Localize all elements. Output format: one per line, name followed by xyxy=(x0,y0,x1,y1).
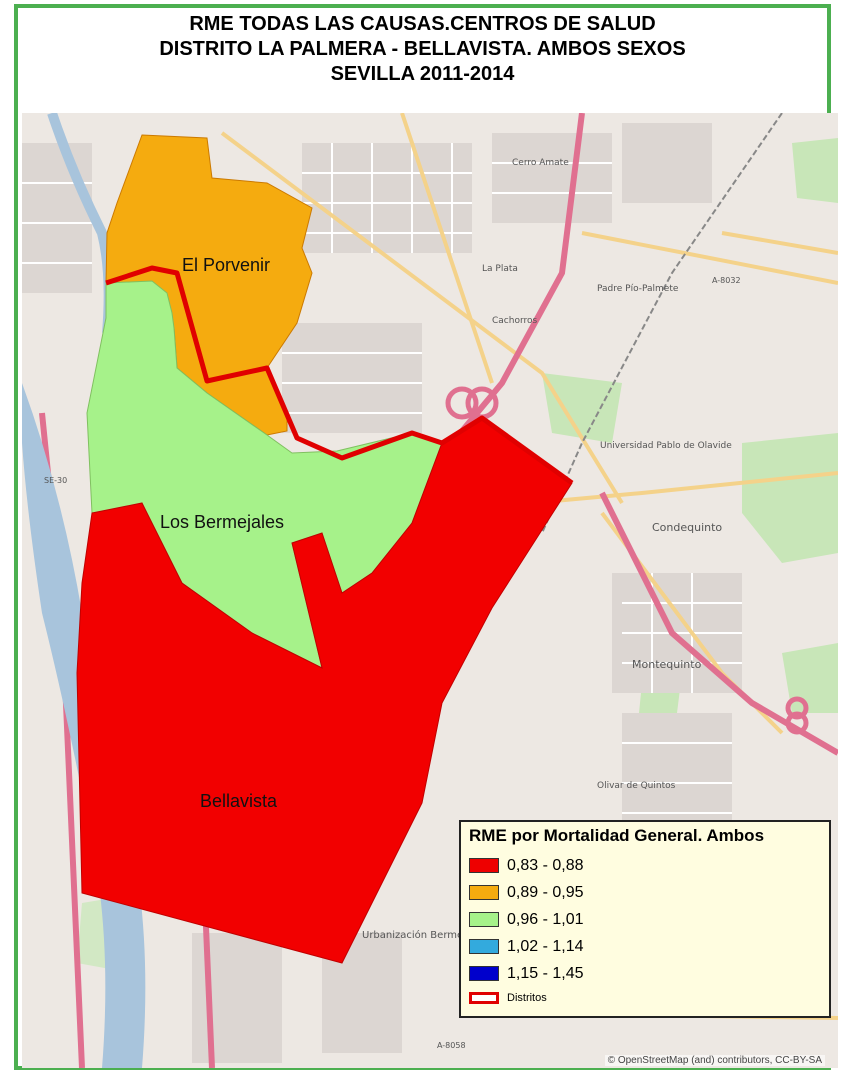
label-road-a8032: A-8032 xyxy=(712,276,741,285)
legend-label: 0,96 - 1,01 xyxy=(507,910,584,928)
label-urbanizacion: Urbanización Bermejales xyxy=(362,929,486,941)
legend-label: 1,15 - 1,45 xyxy=(507,964,584,982)
district-label-bellavista: Bellavista xyxy=(200,791,278,811)
legend-item: Distritos xyxy=(469,987,821,1009)
district-outline xyxy=(105,265,574,486)
label-universidad: Universidad Pablo de Olavide xyxy=(600,441,732,451)
legend-swatch-red xyxy=(469,858,499,873)
legend-label: Distritos xyxy=(507,992,547,1004)
legend-label: 0,83 - 0,88 xyxy=(507,856,584,874)
title-line-2: DISTRITO LA PALMERA - BELLAVISTA. AMBOS … xyxy=(159,38,686,60)
label-olivar: Olivar de Quintos xyxy=(597,781,676,791)
map-attribution: © OpenStreetMap (and) contributors, CC-B… xyxy=(604,1055,825,1066)
label-road-a8058: A-8058 xyxy=(437,1041,466,1050)
legend-swatch-dark-blue xyxy=(469,966,499,981)
legend-item: 1,15 - 1,45 xyxy=(469,960,821,987)
title-line-3: SEVILLA 2011-2014 xyxy=(330,63,515,85)
district-label-el-porvenir: El Porvenir xyxy=(182,255,270,275)
label-montequinto: Montequinto xyxy=(632,658,702,671)
legend-swatch-green xyxy=(469,912,499,927)
label-padre-pio: Padre Pío-Palmete xyxy=(597,284,679,294)
label-la-plata: La Plata xyxy=(482,264,518,274)
legend-label: 0,89 - 0,95 xyxy=(507,883,584,901)
legend-swatch-orange xyxy=(469,885,499,900)
legend-item: 0,96 - 1,01 xyxy=(469,906,821,933)
map-canvas[interactable]: Cerro Amate La Plata Padre Pío-Palmete C… xyxy=(22,113,838,1068)
label-road-se30: SE-30 xyxy=(44,476,67,485)
district-bellavista[interactable] xyxy=(76,417,573,964)
urban-blocks xyxy=(22,123,742,1063)
legend-swatch-outline xyxy=(469,992,499,1004)
legend-title: RME por Mortalidad General. Ambos xyxy=(469,826,765,845)
legend-item: 0,89 - 0,95 xyxy=(469,879,821,906)
street-grid xyxy=(22,143,742,814)
map-title: RME TODAS LAS CAUSAS.CENTROS DE SALUD DI… xyxy=(18,12,827,87)
label-cerro-amate: Cerro Amate xyxy=(512,158,569,168)
map-area[interactable]: Cerro Amate La Plata Padre Pío-Palmete C… xyxy=(22,113,838,1068)
title-line-1: RME TODAS LAS CAUSAS.CENTROS DE SALUD xyxy=(189,13,656,35)
label-condequinto: Condequinto xyxy=(652,521,722,534)
district-label-los-bermejales: Los Bermejales xyxy=(160,512,284,532)
legend-item: 0,83 - 0,88 xyxy=(469,852,821,879)
legend-item: 1,02 - 1,14 xyxy=(469,933,821,960)
legend-swatch-light-blue xyxy=(469,939,499,954)
legend-label: 1,02 - 1,14 xyxy=(507,937,584,955)
map-legend: RME por Mortalidad General. Ambos 0,83 -… xyxy=(459,820,831,1018)
label-cachorros: Cachorros xyxy=(492,316,538,326)
